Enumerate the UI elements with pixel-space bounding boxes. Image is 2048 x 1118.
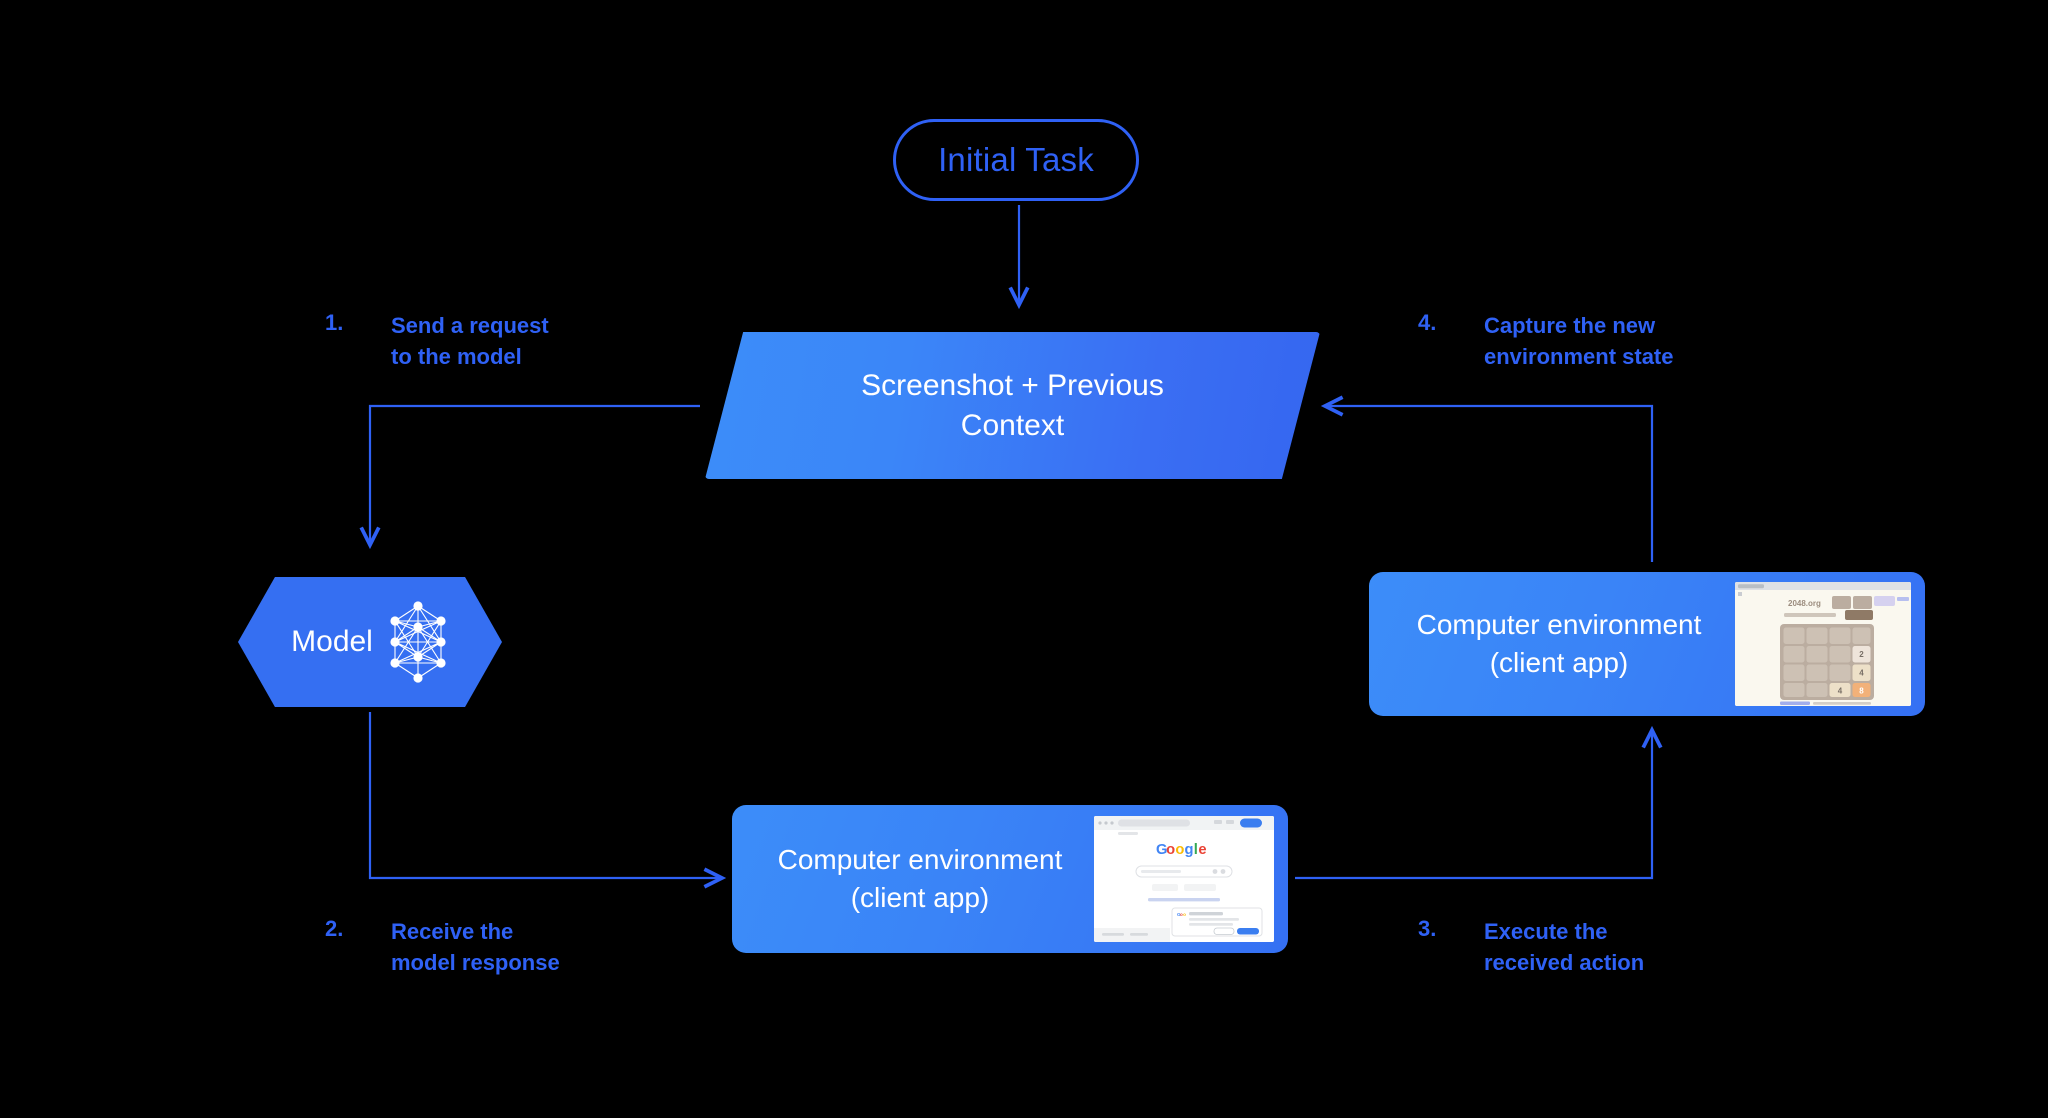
thumbnail-google-search: G o o g l e G o o (1094, 816, 1274, 942)
svg-text:G: G (1177, 912, 1181, 917)
step-2-number: 2. (325, 916, 344, 941)
model-node-label: Model (291, 625, 373, 658)
step-3-number: 3. (1418, 916, 1437, 941)
env-card-top-line2: (client app) (1489, 647, 1629, 678)
svg-text:2048.org: 2048.org (1788, 599, 1821, 608)
step-4-number: 4. (1418, 310, 1437, 335)
env-card-bottom-line2: (client app) (850, 882, 990, 913)
step-4: 4. Capture the new environment state (1418, 310, 1674, 372)
step-3: 3. Execute the received action (1418, 916, 1644, 978)
svg-text:o: o (1166, 842, 1175, 858)
initial-task-label: Initial Task (938, 141, 1094, 178)
env-card-bottom-label: Computer environment (client app) (732, 841, 1094, 916)
model-node[interactable]: Model (238, 577, 502, 707)
neural-network-icon (390, 601, 446, 683)
thumbnail-google-svg: G o o g l e G o o (1094, 816, 1274, 942)
svg-text:4: 4 (1859, 669, 1864, 678)
svg-text:G: G (1156, 842, 1167, 858)
env-card-bottom-line1: Computer environment (777, 844, 1063, 876)
context-node-line2: Context (960, 408, 1065, 442)
step-2-text: Receive the model response (391, 919, 560, 976)
initial-task-node[interactable]: Initial Task (893, 119, 1139, 201)
svg-text:4: 4 (1838, 687, 1843, 696)
model-node-content: Model (238, 577, 502, 707)
context-node-line1: Screenshot + Previous (861, 368, 1164, 402)
svg-text:2: 2 (1859, 650, 1864, 659)
connector-env-top-to-context (1320, 395, 1654, 562)
thumbnail-2048-svg: 2048.org (1735, 582, 1911, 706)
svg-text:g: g (1185, 842, 1194, 858)
step-1: 1. Send a request to the model (325, 310, 549, 372)
svg-text:l: l (1194, 842, 1198, 858)
context-node-shape (705, 332, 1320, 479)
connector-context-to-model (359, 404, 700, 550)
svg-text:o: o (1183, 912, 1186, 917)
svg-text:8: 8 (1859, 687, 1864, 696)
svg-text:o: o (1180, 912, 1183, 917)
connector-env-bottom-to-env-top (1295, 725, 1663, 880)
env-card-top[interactable]: Computer environment (client app) 2048.o… (1369, 572, 1925, 716)
svg-text:o: o (1175, 842, 1184, 858)
env-card-bottom[interactable]: Computer environment (client app) G o o (732, 805, 1288, 953)
context-node-text: Screenshot + Previous Context (705, 332, 1320, 479)
env-card-top-line1: Computer environment (1416, 609, 1702, 641)
env-card-top-label: Computer environment (client app) (1369, 606, 1735, 681)
step-1-text: Send a request to the model (391, 313, 549, 370)
step-2: 2. Receive the model response (325, 916, 560, 978)
connector-model-to-env-bottom (368, 712, 727, 889)
step-4-text: Capture the new environment state (1484, 313, 1674, 370)
step-3-text: Execute the received action (1484, 919, 1645, 976)
svg-text:e: e (1198, 842, 1206, 858)
step-1-number: 1. (325, 310, 344, 335)
context-node[interactable]: Screenshot + Previous Context (705, 332, 1320, 479)
thumbnail-2048-game: 2048.org (1735, 582, 1911, 706)
model-node-shape (238, 577, 502, 707)
